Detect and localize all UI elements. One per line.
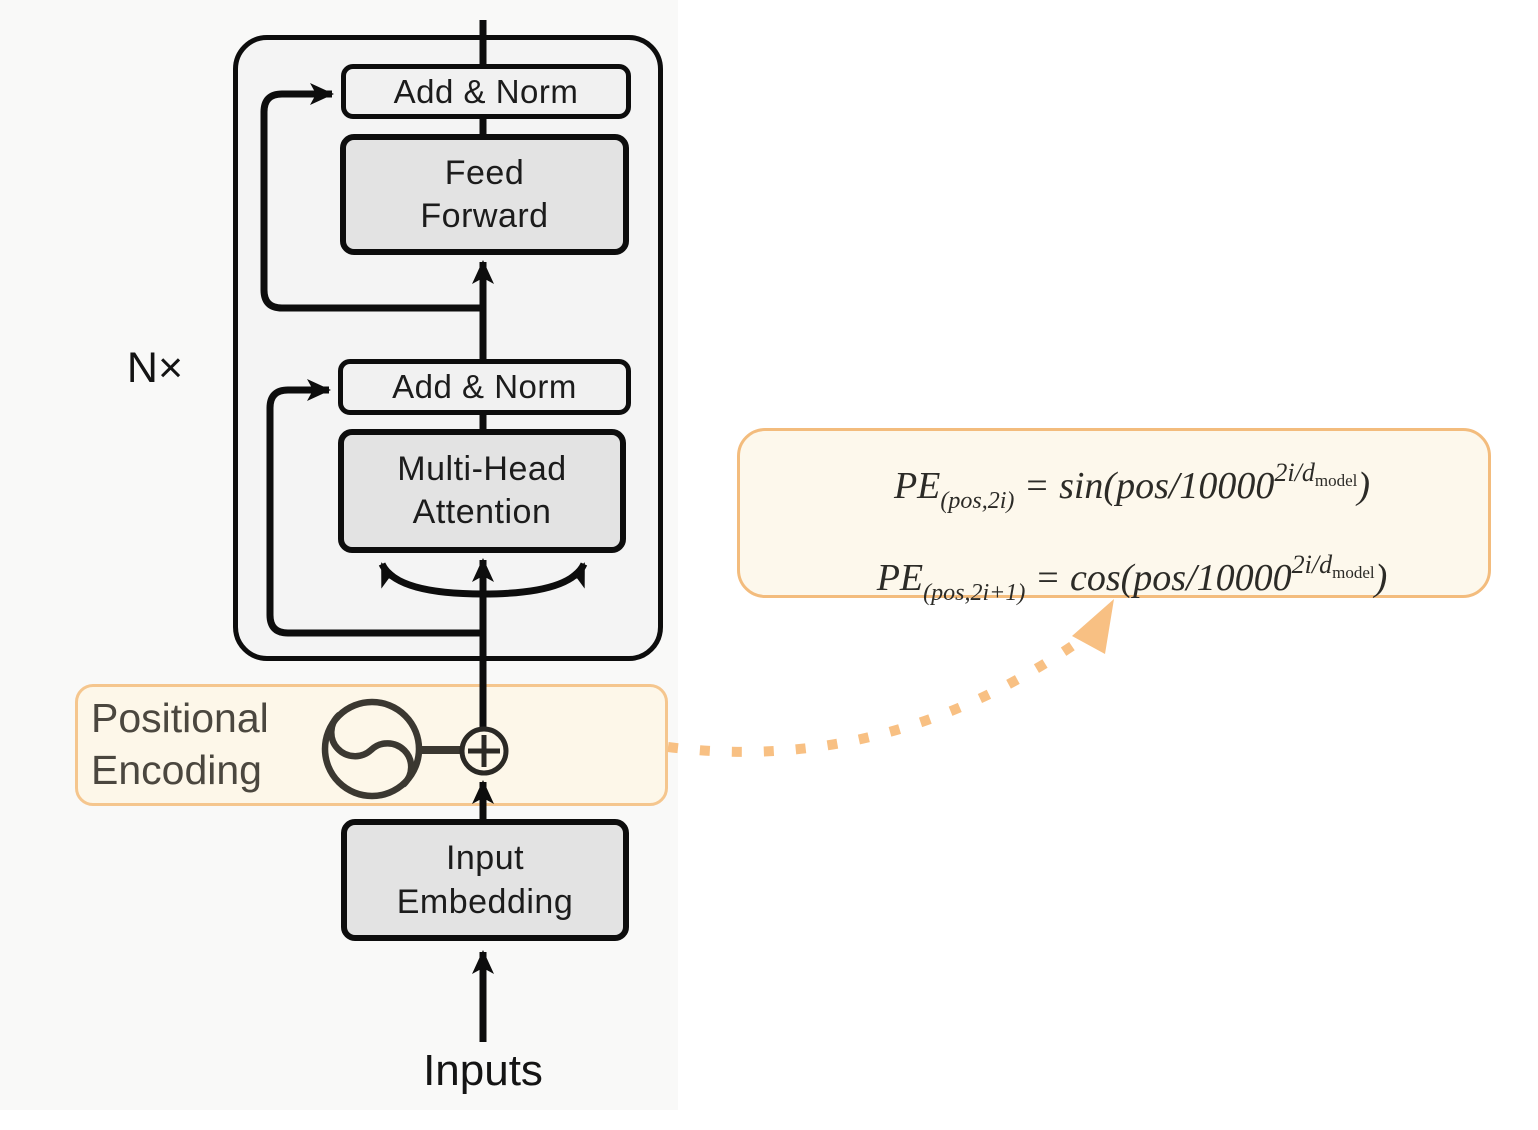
positional-encoding-formula-callout: PE(pos,2i) = sin(pos/100002i/dmodel) PE(… bbox=[737, 428, 1491, 606]
feed-forward-label-line2: Forward bbox=[420, 196, 549, 235]
inputs-label: Inputs bbox=[423, 1046, 543, 1095]
add-norm-bottom-label: Add & Norm bbox=[392, 368, 577, 405]
positional-encoding-label-line2: Encoding bbox=[91, 747, 262, 793]
dotted-callout-curve bbox=[667, 637, 1081, 757]
multi-head-attention-block: Multi-Head Attention bbox=[338, 429, 626, 553]
encoder-stack-outline bbox=[233, 35, 663, 661]
mha-label-line2: Attention bbox=[412, 493, 552, 531]
positional-encoding-label-line1: Positional bbox=[91, 695, 269, 741]
pe-formula-cos: PE(pos,2i+1) = cos(pos/100002i/dmodel) bbox=[876, 550, 1388, 606]
mha-label-line1: Multi-Head bbox=[397, 450, 567, 488]
add-norm-bottom-block: Add & Norm bbox=[338, 359, 631, 415]
input-embedding-label-line2: Embedding bbox=[396, 883, 574, 921]
positional-encoding-label: Positional Encoding bbox=[91, 692, 269, 796]
input-embedding-block: Input Embedding bbox=[341, 819, 629, 941]
add-norm-top-label: Add & Norm bbox=[393, 72, 579, 110]
repeat-count-label: N× bbox=[126, 344, 184, 392]
feed-forward-label-line1: Feed bbox=[444, 153, 525, 192]
feed-forward-block: Feed Forward bbox=[340, 134, 629, 255]
pe-formula-sin: PE(pos,2i) = sin(pos/100002i/dmodel) bbox=[893, 458, 1371, 514]
input-embedding-label-line1: Input bbox=[445, 839, 525, 877]
add-norm-top-block: Add & Norm bbox=[341, 64, 631, 119]
